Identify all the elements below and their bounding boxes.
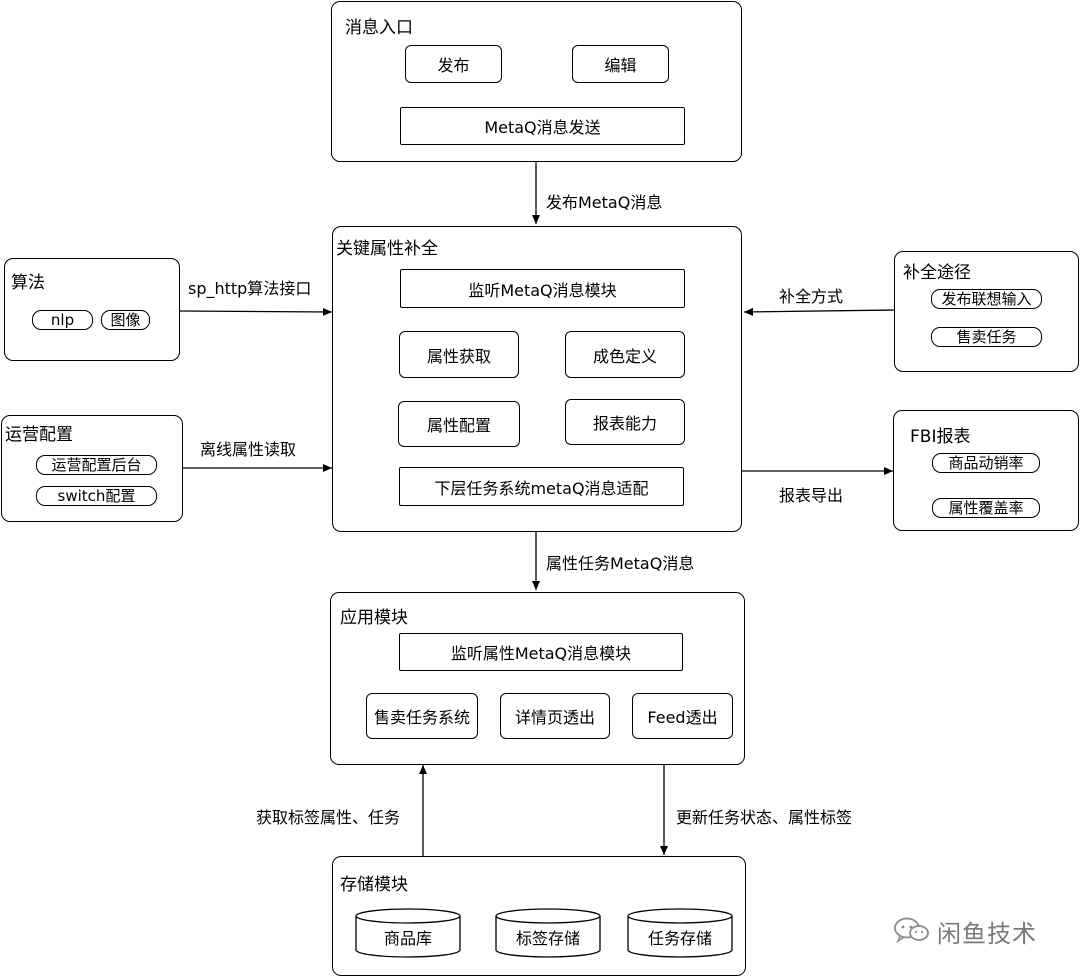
switch-config-node[interactable]: switch配置 — [36, 486, 157, 506]
edit-node[interactable]: 编辑 — [572, 45, 669, 83]
metaq-send-node[interactable]: MetaQ消息发送 — [400, 107, 685, 145]
wechat-icon — [894, 917, 929, 944]
ops-config-title: 运营配置 — [5, 425, 73, 445]
feed-node[interactable]: Feed透出 — [632, 693, 733, 739]
sell-task-system-node[interactable]: 售卖任务系统 — [366, 693, 478, 739]
watermark: 闲鱼技术 — [893, 912, 1073, 948]
task-storage-label: 任务存储 — [647, 929, 712, 948]
cylinder-shape — [495, 908, 601, 958]
storage-module-title: 存储模块 — [340, 875, 408, 895]
cylinder-shape — [355, 908, 461, 958]
listen-metaq-node[interactable]: 监听MetaQ消息模块 — [400, 269, 685, 308]
completion-path-title: 补全途径 — [903, 263, 971, 283]
edge-label-publish-metaq: 发布MetaQ消息 — [546, 193, 663, 212]
tag-storage-cylinder[interactable]: 标签存储 — [495, 908, 601, 958]
sales-rate-node[interactable]: 商品动销率 — [932, 453, 1040, 473]
edge-label-offline-read: 离线属性读取 — [200, 440, 297, 459]
task-storage-cylinder[interactable]: 任务存储 — [627, 908, 733, 958]
publish-node[interactable]: 发布 — [405, 45, 502, 83]
ops-backend-node[interactable]: 运营配置后台 — [36, 455, 157, 475]
nlp-node[interactable]: nlp — [32, 310, 93, 330]
watermark-text: 闲鱼技术 — [937, 920, 1037, 948]
publish-suggest-node[interactable]: 发布联想输入 — [931, 289, 1042, 309]
edge-sp-http — [179, 307, 333, 316]
attr-coverage-node[interactable]: 属性覆盖率 — [932, 498, 1040, 518]
app-module-title: 应用模块 — [340, 608, 408, 628]
edge-label-sp-http: sp_http算法接口 — [188, 279, 312, 298]
edge-label-fetch-tags: 获取标签属性、任务 — [256, 808, 401, 827]
color-def-node[interactable]: 成色定义 — [565, 331, 685, 378]
listen-attr-metaq-node[interactable]: 监听属性MetaQ消息模块 — [399, 633, 683, 671]
lower-task-adapter-node[interactable]: 下层任务系统metaQ消息适配 — [399, 467, 684, 506]
report-ability-node[interactable]: 报表能力 — [565, 399, 685, 445]
edge-label-completion-method: 补全方式 — [779, 287, 844, 306]
product-db-label: 商品库 — [383, 929, 432, 948]
tag-storage-label: 标签存储 — [515, 929, 580, 948]
attr-config-node[interactable]: 属性配置 — [398, 401, 520, 447]
completion-path-panel — [894, 251, 1079, 372]
edge-label-update-status: 更新任务状态、属性标签 — [676, 808, 853, 827]
algorithm-title: 算法 — [11, 273, 45, 293]
attr-fetch-node[interactable]: 属性获取 — [399, 331, 519, 378]
edge-label-attr-task-metaq: 属性任务MetaQ消息 — [546, 554, 695, 573]
image-node[interactable]: 图像 — [101, 310, 150, 330]
detail-page-node[interactable]: 详情页透出 — [500, 693, 610, 739]
algorithm-panel — [4, 258, 180, 361]
key-attr-title: 关键属性补全 — [336, 239, 438, 259]
product-db-cylinder[interactable]: 商品库 — [355, 908, 461, 958]
edge-label-report-export: 报表导出 — [779, 486, 844, 505]
edge-completion-method — [743, 307, 895, 316]
cylinder-shape — [627, 908, 733, 958]
fbi-report-title: FBI报表 — [910, 427, 971, 447]
sell-task-node[interactable]: 售卖任务 — [931, 327, 1042, 347]
message-entry-title: 消息入口 — [345, 18, 413, 38]
